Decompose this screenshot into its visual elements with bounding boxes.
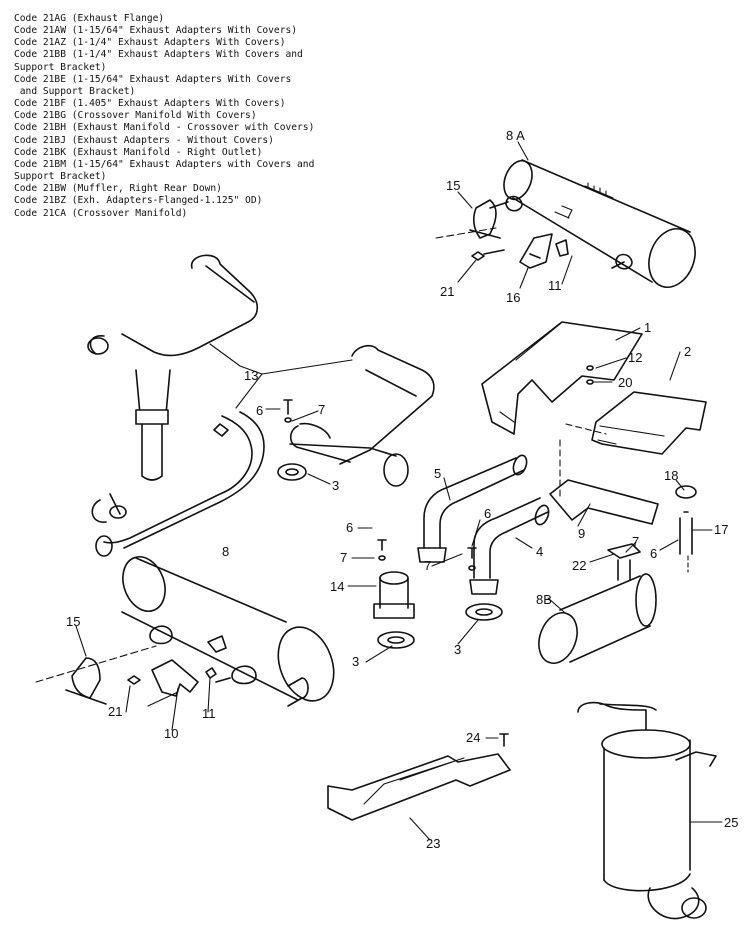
callout-23: 23 — [426, 836, 440, 851]
callout-9: 9 — [578, 526, 585, 541]
legend-line: Code 21AW (1-15/64" Exhaust Adapters Wit… — [14, 25, 298, 37]
bolt-21-upper — [471, 249, 505, 261]
bolt-11-lower — [205, 667, 217, 679]
bracket-10 — [151, 635, 227, 697]
legend-line: Code 21BB (1-1/4" Exhaust Adapters With … — [14, 49, 303, 61]
callout-21: 21 — [440, 284, 454, 299]
bracket-23 — [327, 753, 511, 821]
callout-12: 12 — [628, 350, 642, 365]
callout-6: 6 — [346, 520, 353, 535]
callout-7: 7 — [340, 550, 347, 565]
gasket-3 — [377, 603, 503, 649]
legend-line: Code 21BG (Crossover Manifold With Cover… — [14, 110, 257, 122]
legend-line: Code 21BE (1-15/64" Exhaust Adapters Wit… — [14, 73, 292, 85]
callout-7: 7 — [424, 558, 431, 573]
callout-7: 7 — [318, 402, 325, 417]
callout-labels: 8 A 15 21 16 11 1 12 2 20 13 6 7 3 5 6 6… — [66, 128, 738, 851]
callout-22: 22 — [572, 558, 586, 573]
callout-13: 13 — [244, 368, 258, 383]
adapter-14 — [373, 571, 415, 619]
bolt-21-lower — [127, 675, 141, 685]
dash-line — [35, 645, 157, 683]
dash-line — [559, 423, 607, 501]
legend-line: Support Bracket) — [14, 61, 107, 73]
crossover-manifold-13b — [277, 344, 435, 487]
legend-line: Code 21BK (Exhaust Manifold - Right Outl… — [14, 146, 263, 158]
legend-line: Code 21BJ (Exhaust Adapters - Without Co… — [14, 134, 274, 146]
cover-1 — [481, 321, 643, 435]
callout-21: 21 — [108, 704, 122, 719]
cover-2 — [591, 391, 707, 455]
callout-24: 24 — [466, 730, 480, 745]
legend-line: Code 21CA (Crossover Manifold) — [14, 207, 188, 219]
bolt-24 — [499, 733, 509, 747]
callout-3: 3 — [454, 642, 461, 657]
callout-5: 5 — [434, 466, 441, 481]
callout-3: 3 — [352, 654, 359, 669]
muffler-8 — [121, 556, 335, 707]
dash-line — [435, 227, 497, 239]
callout-15: 15 — [446, 178, 460, 193]
legend-line: Support Bracket) — [14, 171, 107, 183]
callout-1: 1 — [644, 320, 651, 335]
clamp-15-lower — [65, 657, 107, 705]
muffler-8a — [489, 159, 696, 288]
legend-line: Code 21BZ (Exh. Adapters-Flanged-1.125" … — [14, 195, 263, 207]
crossover-manifold-13 — [87, 254, 265, 557]
callout-7: 7 — [632, 534, 639, 549]
callout-4: 4 — [536, 544, 543, 559]
bolts-washers — [283, 365, 594, 571]
legend-line: Code 21AG (Exhaust Flange) — [14, 13, 165, 24]
bracket-16 — [519, 233, 569, 269]
callout-6: 6 — [484, 506, 491, 521]
callout-8a: 8 A — [506, 128, 525, 143]
pipe-5 — [417, 454, 528, 563]
pipe-4 — [469, 497, 550, 595]
callout-14: 14 — [330, 579, 344, 594]
callout-3: 3 — [332, 478, 339, 493]
callout-17: 17 — [714, 522, 728, 537]
callout-25: 25 — [724, 815, 738, 830]
leader-lines — [75, 141, 723, 841]
callout-8b: 8B — [536, 592, 552, 607]
muffler-8b — [538, 543, 657, 664]
legend-line: Code 21BF (1.405" Exhaust Adapters With … — [14, 98, 286, 110]
flange-9 — [549, 479, 659, 525]
legend-line: Code 21BH (Exhaust Manifold - Crossover … — [14, 122, 315, 134]
legend-line: Code 21BM (1-15/64" Exhaust Adapters wit… — [14, 158, 315, 170]
callout-8: 8 — [222, 544, 229, 559]
callout-18: 18 — [664, 468, 678, 483]
legend-line: Code 21BW (Muffler, Right Rear Down) — [14, 183, 222, 195]
code-legend: Code 21AG (Exhaust Flange) Code 21AW (1-… — [14, 13, 414, 220]
callout-15: 15 — [66, 614, 80, 629]
muffler-25 — [577, 701, 717, 920]
callout-16: 16 — [506, 290, 520, 305]
callout-11: 11 — [202, 706, 216, 721]
stack-17 — [675, 485, 697, 573]
callout-6: 6 — [650, 546, 657, 561]
callout-11: 11 — [548, 278, 562, 293]
callout-2: 2 — [684, 344, 691, 359]
callout-20: 20 — [618, 375, 632, 390]
callout-10: 10 — [164, 726, 178, 741]
legend-line: and Support Bracket) — [14, 85, 136, 97]
callout-6: 6 — [256, 403, 263, 418]
legend-line: Code 21AZ (1-1/4" Exhaust Adapters With … — [14, 37, 286, 49]
